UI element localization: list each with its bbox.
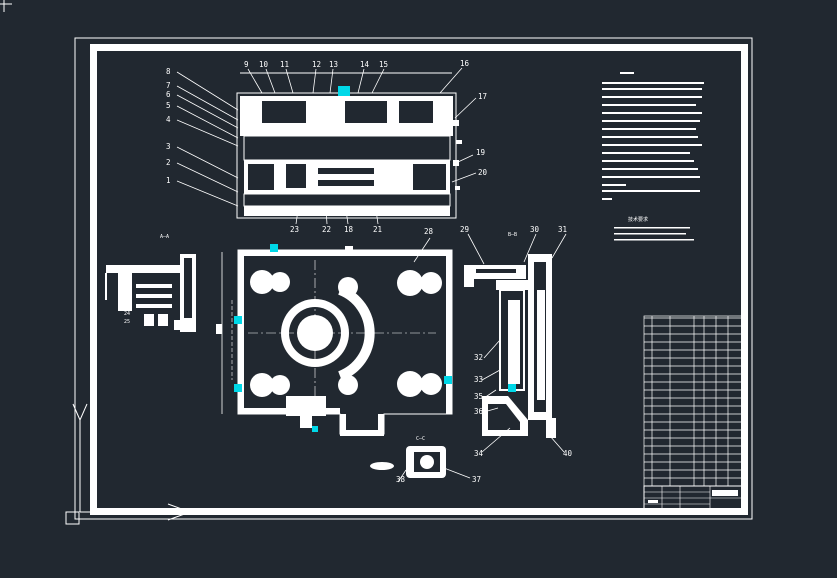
part-number-17: 17 bbox=[478, 92, 487, 101]
part-number-9: 9 bbox=[244, 60, 249, 69]
section-label-c: C—C bbox=[416, 436, 425, 442]
part-number-40: 40 bbox=[563, 449, 573, 458]
section-label-a: A—A bbox=[160, 234, 169, 240]
part-number-4: 4 bbox=[166, 115, 171, 124]
parts-list-table bbox=[643, 315, 743, 511]
part-number-30: 30 bbox=[530, 225, 540, 234]
part-number-33: 33 bbox=[474, 375, 483, 384]
top-view-leaders bbox=[176, 67, 477, 225]
part-number-18: 18 bbox=[344, 225, 354, 234]
part-number-35: 35 bbox=[474, 392, 483, 401]
part-number-16: 16 bbox=[460, 59, 470, 68]
part-number-37: 37 bbox=[472, 475, 481, 484]
pin-detail-c-c: C—C bbox=[370, 436, 471, 483]
part-number-7: 7 bbox=[166, 81, 171, 90]
title-block bbox=[643, 485, 743, 511]
part-number-36: 36 bbox=[474, 407, 484, 416]
right-section-leaders bbox=[467, 233, 567, 453]
tech-requirements-block: 技术要求 bbox=[614, 216, 694, 241]
section-label-b: B—B bbox=[508, 232, 517, 238]
part-number-6: 6 bbox=[166, 90, 171, 99]
part-number-22: 22 bbox=[322, 225, 331, 234]
part-number-21: 21 bbox=[373, 225, 382, 234]
plan-view bbox=[216, 244, 453, 436]
part-number-15: 15 bbox=[379, 60, 388, 69]
part-number-12: 12 bbox=[312, 60, 321, 69]
part-number-14: 14 bbox=[360, 60, 370, 69]
ucs-corner-top-icon bbox=[0, 0, 12, 12]
part-number-13: 13 bbox=[329, 60, 338, 69]
part-number-31: 31 bbox=[558, 225, 567, 234]
part-number-19: 19 bbox=[476, 148, 485, 157]
part-number-28: 28 bbox=[424, 227, 434, 236]
section-b-b: B—B bbox=[464, 232, 556, 438]
part-number-3: 3 bbox=[166, 142, 171, 151]
top-view-numbers: 9 10 11 12 13 14 15 16 17 19 20 8 7 6 5 … bbox=[166, 59, 488, 234]
part-number-24: 24 bbox=[124, 311, 130, 317]
notes-block bbox=[602, 72, 704, 200]
part-number-11: 11 bbox=[280, 60, 289, 69]
part-number-20: 20 bbox=[478, 168, 488, 177]
sheet-outer-border bbox=[74, 37, 753, 520]
part-number-5: 5 bbox=[166, 101, 171, 110]
part-number-34: 34 bbox=[474, 449, 484, 458]
part-number-29: 29 bbox=[460, 225, 469, 234]
part-number-2: 2 bbox=[166, 158, 171, 167]
part-number-38: 38 bbox=[396, 475, 406, 484]
part-number-1: 1 bbox=[166, 176, 171, 185]
ucs-icon bbox=[65, 403, 192, 525]
notes-title: 技术要求 bbox=[628, 216, 648, 223]
part-number-23: 23 bbox=[290, 225, 299, 234]
section-a-a: A—A bbox=[105, 234, 196, 332]
part-number-25: 25 bbox=[124, 319, 130, 325]
part-number-10: 10 bbox=[259, 60, 269, 69]
part-number-8: 8 bbox=[166, 67, 171, 76]
top-assembly-view bbox=[236, 72, 462, 219]
part-number-32: 32 bbox=[474, 353, 483, 362]
